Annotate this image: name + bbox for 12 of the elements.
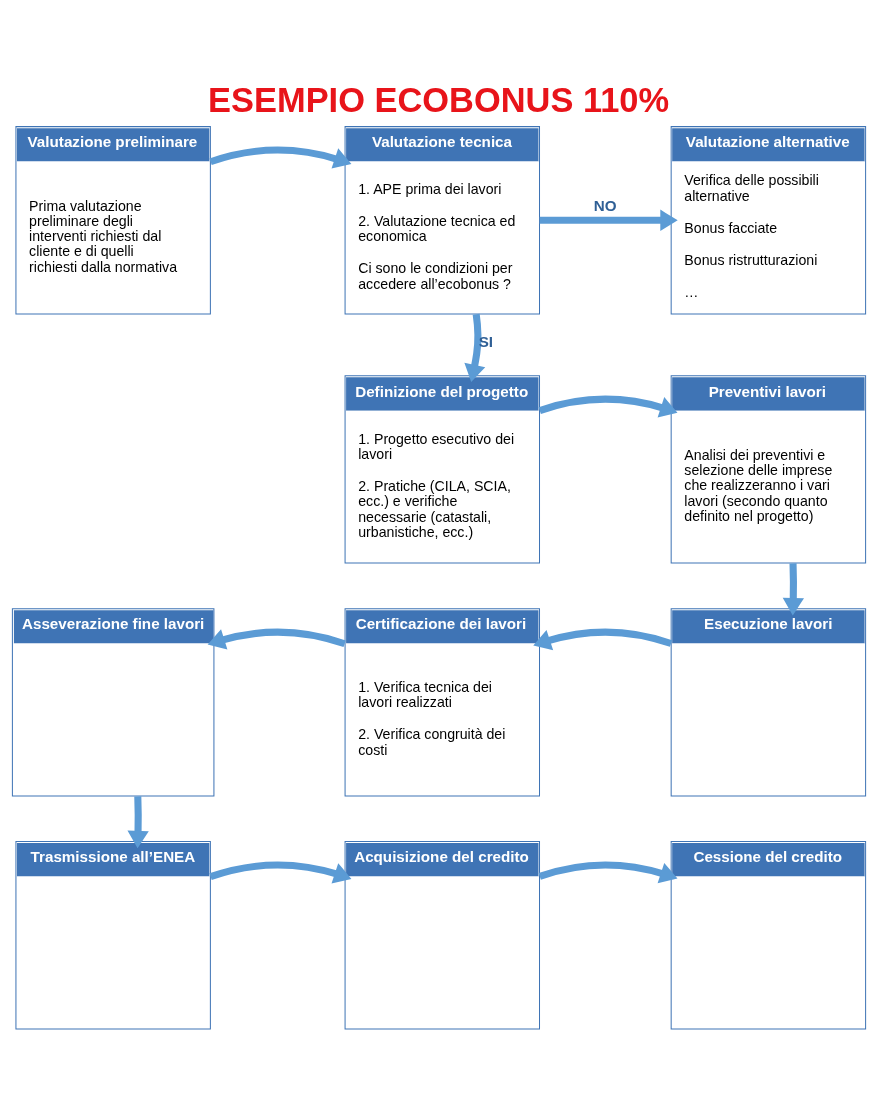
diagram-title: ESEMPIO ECOBONUS 110% (208, 80, 670, 119)
arrow (539, 209, 678, 231)
arrow (209, 861, 352, 884)
arrow (127, 796, 149, 849)
arrow (782, 563, 804, 616)
arrow (207, 628, 346, 650)
arrow (538, 861, 678, 884)
edge-label: NO (593, 197, 617, 215)
arrow (538, 395, 678, 418)
arrow (209, 146, 352, 169)
arrow (533, 628, 673, 651)
arrow (464, 313, 486, 383)
